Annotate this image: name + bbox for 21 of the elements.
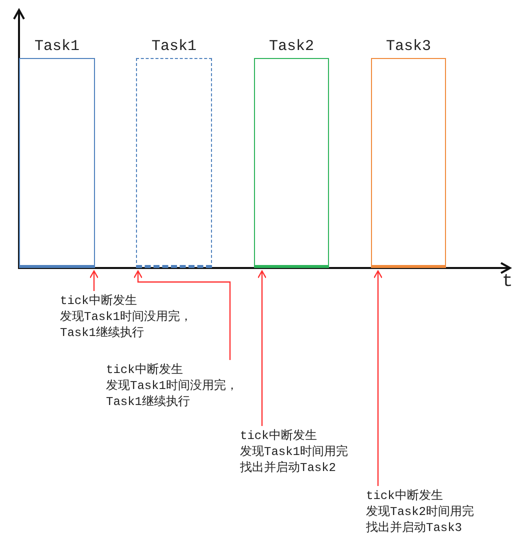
annotation-line: 发现Task1时间没用完， xyxy=(60,309,192,325)
annotation-line: Task1继续执行 xyxy=(60,325,146,341)
annotation-line: 发现Task1时间用完 xyxy=(240,444,348,460)
annotation-line: 发现Task2时间用完 xyxy=(366,504,474,520)
annotation-line: 找出并启动Task3 xyxy=(366,520,464,536)
task-label: Task3 xyxy=(384,38,432,56)
axis-label: t xyxy=(502,272,513,292)
annotation-line: tick中断发生 xyxy=(366,488,444,504)
annotation-line: 发现Task1时间没用完， xyxy=(106,378,238,394)
annotation-line: Task1继续执行 xyxy=(106,394,192,410)
task-label: Task1 xyxy=(150,38,198,56)
task-label: Task1 xyxy=(33,38,80,56)
arrow xyxy=(133,270,231,360)
annotation-line: tick中断发生 xyxy=(106,362,184,378)
arrow xyxy=(89,270,99,291)
annotation-line: 找出并启动Task2 xyxy=(240,460,338,476)
annotation-line: tick中断发生 xyxy=(60,293,138,309)
task-label: Task2 xyxy=(268,38,315,56)
arrow xyxy=(373,270,383,486)
annotation-line: tick中断发生 xyxy=(240,428,318,444)
arrow xyxy=(257,270,267,426)
